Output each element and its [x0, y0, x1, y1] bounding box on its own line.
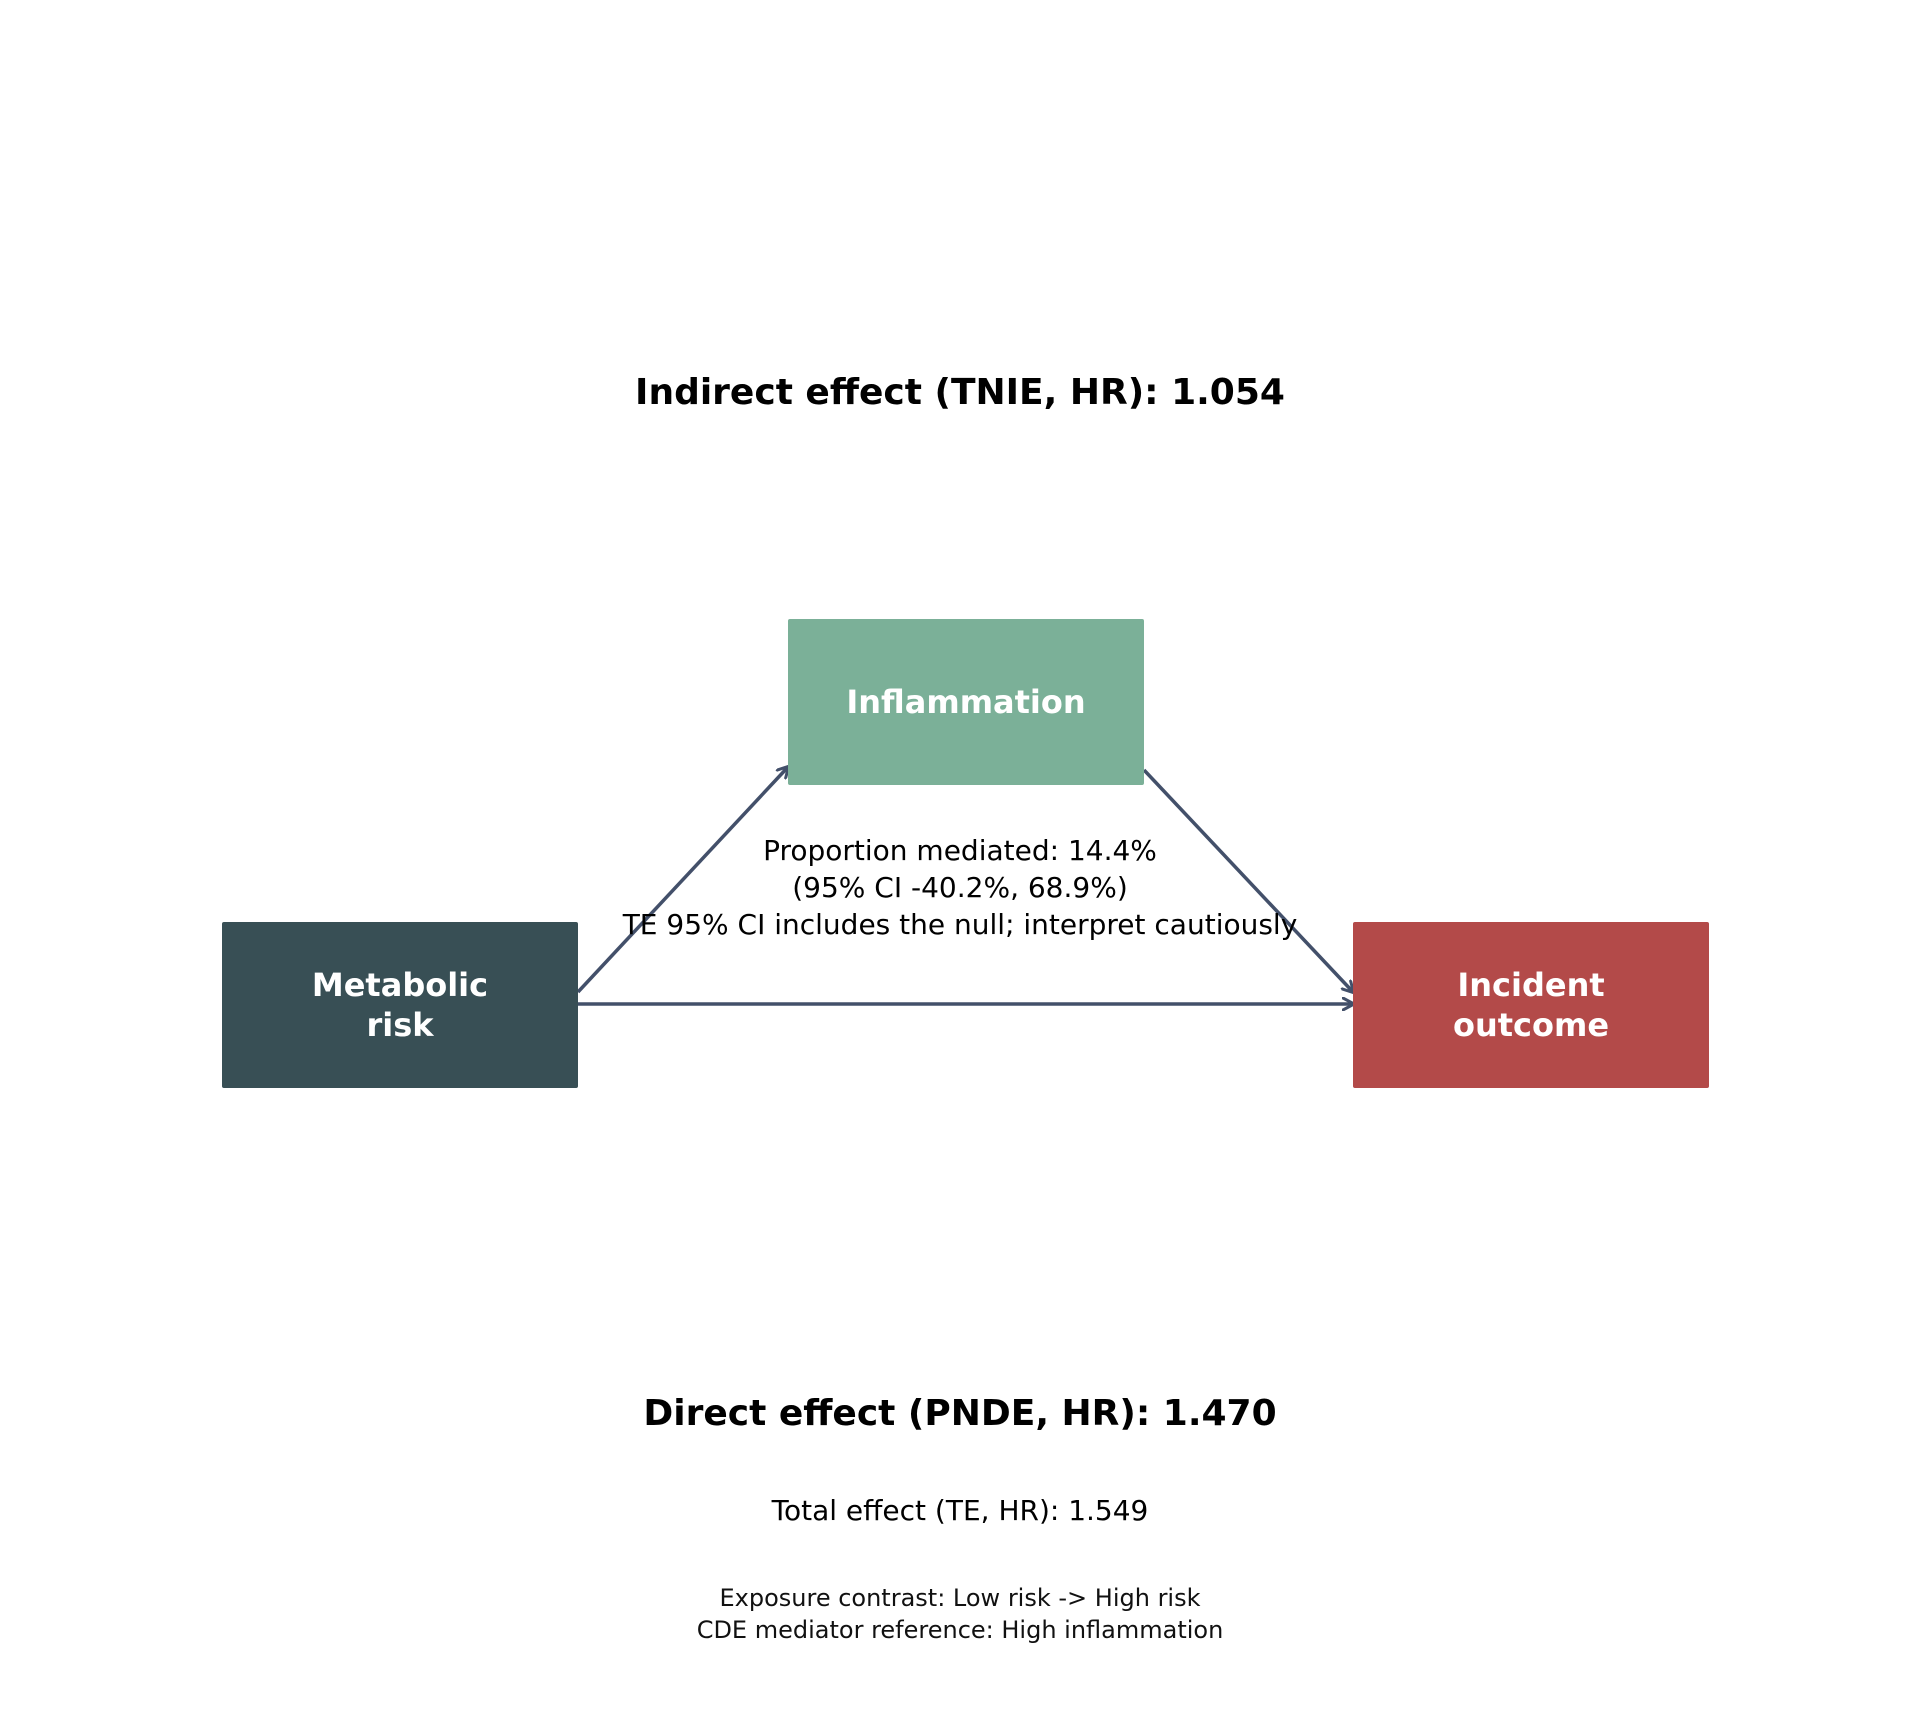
exposure-node-label-line1: Metabolic	[311, 966, 489, 1004]
proportion-mediated-ci-text: (95% CI -40.2%, 68.9%)	[792, 871, 1128, 904]
mediation-note: Proportion mediated: 14.4% (95% CI -40.2…	[0, 832, 1920, 943]
cde-reference-text: CDE mediator reference: High inflammatio…	[696, 1616, 1224, 1644]
proportion-mediated-text: Proportion mediated: 14.4%	[763, 834, 1157, 867]
outcome-node-label-line1: Incident	[1457, 966, 1605, 1004]
indirect-effect-label: Indirect effect (TNIE, HR): 1.054	[635, 372, 1285, 413]
arrow-exposure-to-mediator	[576, 767, 788, 994]
total-effect-label: Total effect (TE, HR): 1.549	[771, 1494, 1149, 1527]
exposure-node-label-line2: risk	[366, 1006, 434, 1044]
outcome-node-label-line2: outcome	[1452, 1006, 1610, 1044]
footnotes: Exposure contrast: Low risk -> High risk…	[0, 1582, 1920, 1646]
mediator-node-inflammation: Inflammation	[788, 619, 1144, 785]
mediator-node-label: Inflammation	[846, 683, 1086, 721]
exposure-contrast-text: Exposure contrast: Low risk -> High risk	[719, 1584, 1201, 1612]
arrow-mediator-to-outcome	[1142, 768, 1353, 992]
caution-text: TE 95% CI includes the null; interpret c…	[622, 908, 1298, 941]
outcome-node-incident-outcome: Incident outcome	[1353, 922, 1709, 1088]
exposure-node-metabolic-risk: Metabolic risk	[222, 922, 578, 1088]
direct-effect-label: Direct effect (PNDE, HR): 1.470	[643, 1393, 1277, 1434]
